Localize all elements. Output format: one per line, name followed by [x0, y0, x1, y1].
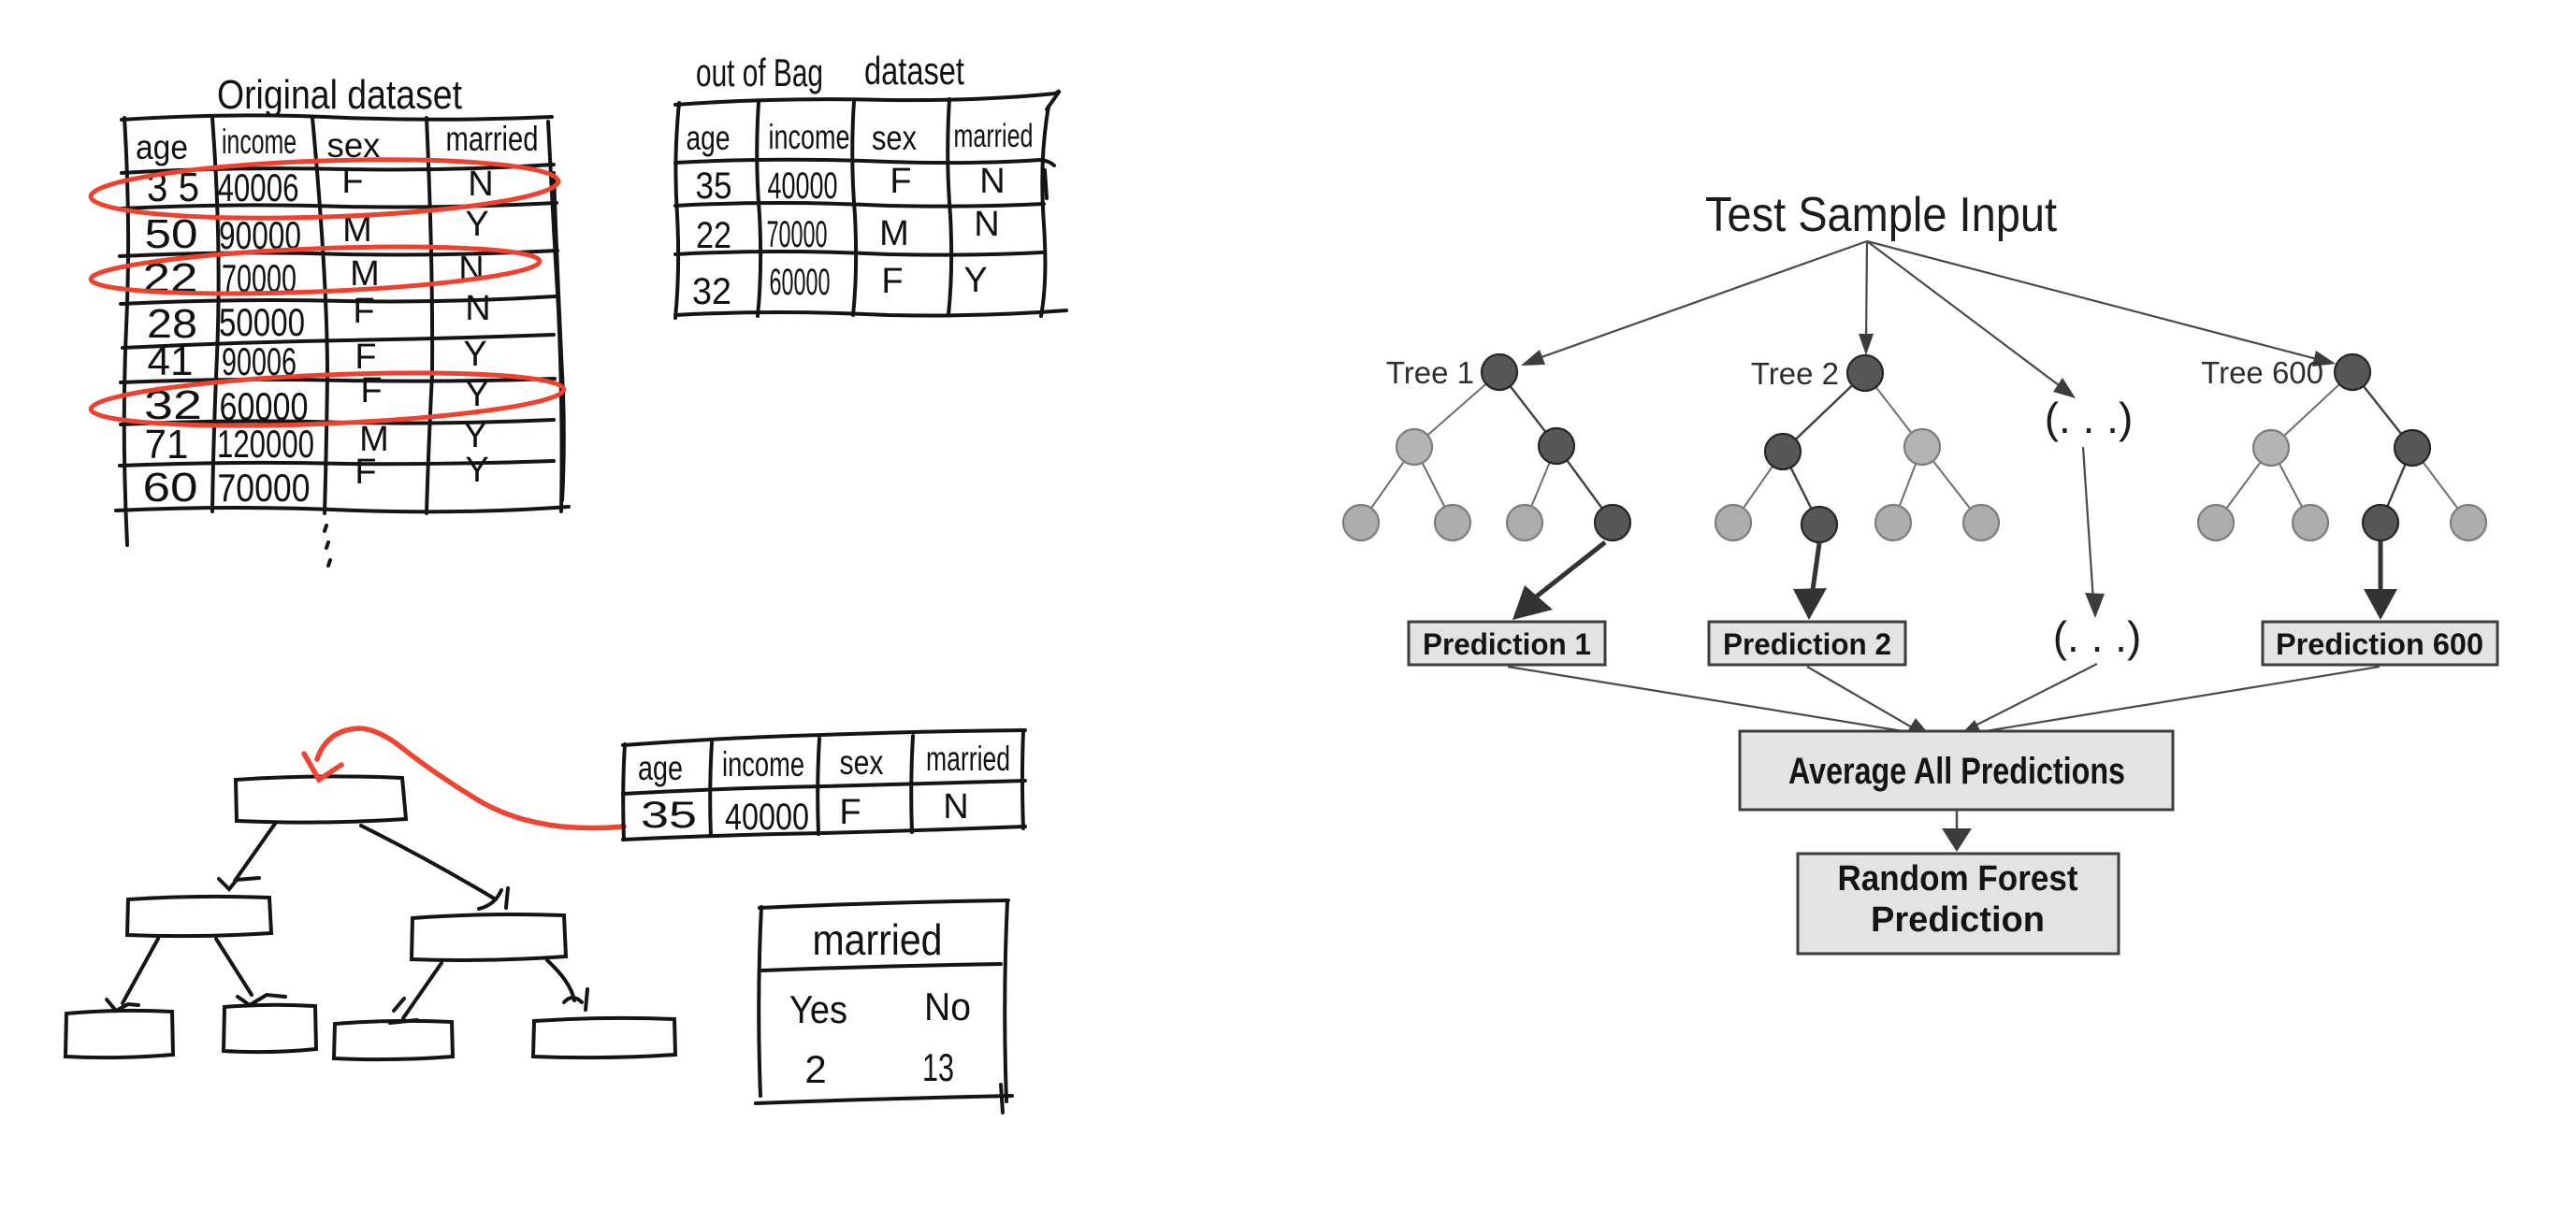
svg-text:Original dataset: Original dataset — [217, 72, 462, 118]
svg-text:income: income — [769, 118, 850, 156]
svg-text:married: married — [926, 740, 1010, 778]
svg-text:income: income — [722, 745, 804, 784]
svg-text:28: 28 — [147, 301, 197, 347]
svg-text:13: 13 — [922, 1045, 954, 1089]
svg-text:(. . .): (. . .) — [2045, 394, 2134, 442]
svg-text:sex: sex — [872, 119, 917, 157]
svg-text:70000: 70000 — [218, 466, 311, 510]
svg-text:M: M — [359, 420, 389, 459]
svg-text:Prediction: Prediction — [1871, 900, 2045, 940]
svg-text:Y: Y — [465, 451, 488, 490]
svg-text:35: 35 — [696, 165, 732, 207]
svg-text:2: 2 — [804, 1047, 826, 1091]
svg-text:120000: 120000 — [217, 422, 314, 466]
svg-text:Y: Y — [463, 416, 486, 455]
svg-text:age: age — [638, 749, 683, 787]
svg-text:F: F — [353, 292, 374, 331]
svg-text:married: married — [813, 915, 943, 964]
svg-text:Test Sample Input: Test Sample Input — [1705, 188, 2057, 242]
svg-text:Prediction 2: Prediction 2 — [1723, 627, 1891, 661]
svg-text:N: N — [979, 162, 1005, 201]
svg-text:dataset: dataset — [864, 49, 964, 93]
svg-text:M: M — [879, 214, 909, 253]
svg-text:60000: 60000 — [770, 262, 831, 303]
svg-text:Y: Y — [465, 375, 488, 414]
svg-text:Prediction 1: Prediction 1 — [1423, 627, 1591, 661]
svg-text:60000: 60000 — [220, 384, 309, 428]
svg-text:(. . .): (. . .) — [2053, 612, 2142, 661]
svg-text:married: married — [954, 118, 1034, 154]
svg-text:income: income — [222, 122, 297, 161]
svg-text:F: F — [839, 793, 861, 832]
svg-text:35: 35 — [641, 795, 697, 836]
svg-text:F: F — [355, 338, 376, 377]
svg-text:F: F — [355, 453, 376, 492]
svg-text:F: F — [360, 371, 382, 410]
svg-text:Average All Predictions: Average All Predictions — [1788, 751, 2125, 792]
svg-text:Tree 2: Tree 2 — [1751, 356, 1839, 391]
svg-text:Prediction 600: Prediction 600 — [2276, 627, 2483, 661]
svg-text:60: 60 — [143, 465, 198, 511]
svg-text:70000: 70000 — [767, 214, 828, 255]
svg-text:age: age — [687, 119, 731, 157]
svg-text:age: age — [136, 128, 188, 166]
svg-text:F: F — [881, 262, 903, 301]
svg-text:N: N — [974, 205, 999, 244]
svg-text:out of Bag: out of Bag — [696, 50, 823, 94]
svg-text:50: 50 — [145, 211, 198, 257]
svg-text:Y: Y — [465, 205, 488, 244]
svg-text:Y: Y — [463, 335, 486, 374]
svg-text:50000: 50000 — [219, 300, 305, 344]
svg-text:40000: 40000 — [768, 165, 838, 207]
svg-text:Tree 600: Tree 600 — [2201, 355, 2323, 390]
svg-text:No: No — [924, 985, 971, 1028]
svg-text:Yes: Yes — [789, 987, 847, 1031]
svg-text:sex: sex — [840, 743, 884, 782]
svg-text:Random Forest: Random Forest — [1838, 859, 2078, 899]
svg-text:married: married — [446, 120, 539, 158]
svg-text:N: N — [458, 250, 484, 289]
svg-text:F: F — [890, 162, 911, 201]
svg-text:N: N — [465, 289, 490, 328]
svg-text:41: 41 — [148, 338, 194, 384]
svg-text:32: 32 — [692, 271, 731, 312]
svg-text:N: N — [943, 787, 968, 827]
svg-text:Y: Y — [963, 261, 987, 300]
svg-text:F: F — [341, 162, 363, 201]
svg-text:Tree 1: Tree 1 — [1386, 355, 1474, 390]
svg-text:40006: 40006 — [218, 165, 299, 209]
svg-text:22: 22 — [696, 215, 731, 256]
svg-text:40000: 40000 — [725, 797, 809, 838]
svg-text:71: 71 — [145, 422, 189, 467]
svg-text:N: N — [468, 165, 493, 204]
